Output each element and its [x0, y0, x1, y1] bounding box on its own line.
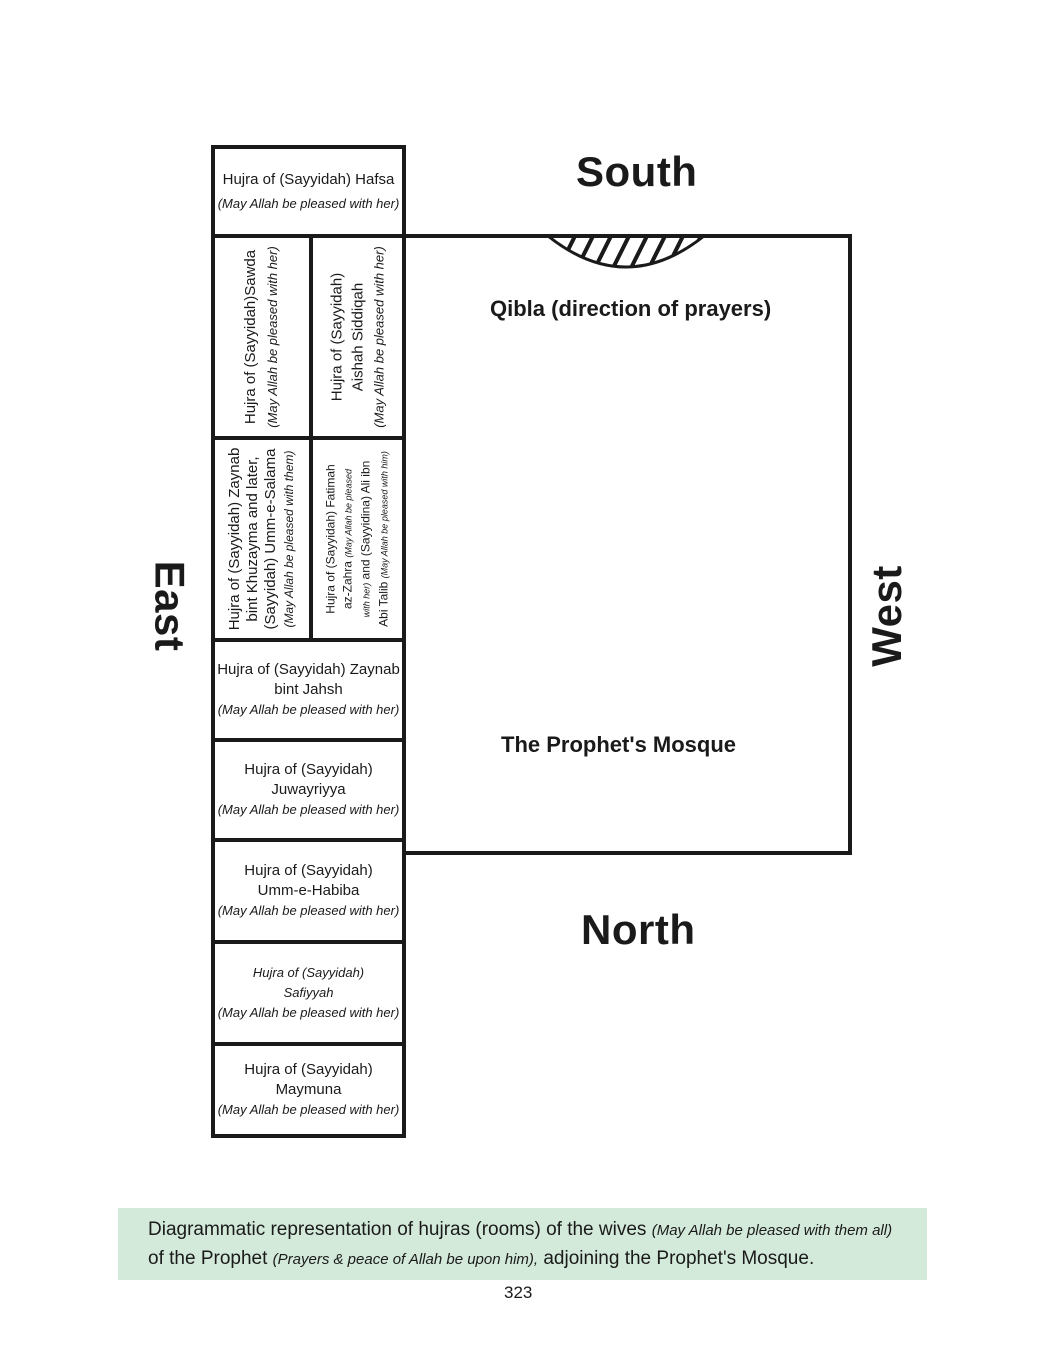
- caption-part5: adjoining the Prophet's Mosque.: [543, 1248, 815, 1269]
- caption-part1: Diagrammatic representation of hujras (r…: [148, 1219, 647, 1240]
- caption-part3: of the Prophet: [148, 1248, 268, 1269]
- qibla-label: Qibla (direction of prayers): [490, 296, 772, 321]
- fatimah-name-2: az-Zahra: [340, 561, 354, 610]
- figure-caption: Diagrammatic representation of hujras (r…: [118, 1208, 927, 1280]
- hujra-sawda: Hujra of (Sayyidah)Sawda (May Allah be p…: [211, 234, 313, 440]
- fatimah-blessing-a: (May Allah be pleased: [343, 468, 353, 558]
- habiba-blessing: (May Allah be pleased with her): [217, 903, 400, 918]
- maymuna-name-2: Maymuna: [275, 1081, 342, 1098]
- zaynab-khuzayma-name: Hujra of (Sayyidah) Zaynab: [226, 447, 243, 631]
- caption-part4: (Prayers & peace of Allah be upon him),: [272, 1251, 539, 1268]
- habiba-name-2: Umm-e-Habiba: [257, 882, 360, 899]
- safiyyah-blessing: (May Allah be pleased with her): [217, 1005, 400, 1020]
- juwayriyya-name-2: Juwayriyya: [271, 781, 346, 798]
- hafsa-name: Hujra of (Sayyidah) Hafsa: [222, 170, 395, 188]
- mosque-label: The Prophet's Mosque: [501, 732, 737, 757]
- east-label: East: [146, 560, 194, 652]
- west-label: West: [862, 565, 910, 667]
- mihrab-icon: [547, 234, 705, 269]
- habiba-name: Hujra of (Sayyidah): [244, 862, 373, 879]
- ali-name-2: Abi Talib: [376, 581, 390, 627]
- ali-blessing: (May Allah be pleased with him): [379, 451, 389, 579]
- sawda-blessing: (May Allah be pleased with her): [265, 246, 280, 428]
- hujra-safiyyah: Hujra of (Sayyidah) Safiyyah (May Allah …: [211, 940, 406, 1046]
- mosque-area: Qibla (direction of prayers) The Prophet…: [402, 234, 852, 855]
- maymuna-blessing: (May Allah be pleased with her): [217, 1102, 400, 1117]
- hujra-hafsa: Hujra of (Sayyidah) Hafsa (May Allah be …: [211, 145, 406, 238]
- south-label: South: [576, 148, 698, 195]
- sawda-name: Hujra of (Sayyidah)Sawda: [242, 249, 259, 425]
- safiyyah-name: Hujra of (Sayyidah): [252, 965, 365, 980]
- north-label: North: [581, 906, 696, 953]
- aishah-name-2: Aishah Siddiqah: [349, 282, 366, 392]
- hujra-zaynab-jahsh: Hujra of (Sayyidah) Zaynab bint Jahsh (M…: [211, 638, 406, 742]
- aishah-blessing: (May Allah be pleased with her): [371, 246, 386, 428]
- hujra-zaynab-khuzayma: Hujra of (Sayyidah) Zaynab bint Khuzayma…: [211, 436, 313, 642]
- hujra-fatimah: Hujra of (Sayyidah) Fatimah az-Zahra (Ma…: [309, 436, 406, 642]
- zaynab-jahsh-blessing: (May Allah be pleased with her): [217, 702, 400, 717]
- hujra-juwayriyya: Hujra of (Sayyidah) Juwayriyya (May Alla…: [211, 738, 406, 842]
- juwayriyya-blessing: (May Allah be pleased with her): [217, 802, 400, 817]
- juwayriyya-name: Hujra of (Sayyidah): [244, 761, 373, 778]
- zaynab-jahsh-name-2: bint Jahsh: [274, 681, 343, 698]
- fatimah-blessing-a2: with her): [361, 582, 371, 618]
- hujra-umm-e-habiba: Hujra of (Sayyidah) Umm-e-Habiba (May Al…: [211, 838, 406, 944]
- zaynab-khuzayma-name-3: (Sayyidah) Umm-e-Salama: [262, 448, 279, 630]
- fatimah-name: Hujra of (Sayyidah) Fatimah: [323, 464, 337, 614]
- zaynab-khuzayma-name-2: bint Khuzayma and later,: [244, 456, 261, 622]
- safiyyah-name-2: Safiyyah: [283, 985, 334, 1000]
- caption-part2: (May Allah be pleased with them all): [651, 1222, 893, 1239]
- aishah-name: Hujra of (Sayyidah): [328, 272, 345, 402]
- page-number: 323: [504, 1283, 533, 1302]
- zaynab-jahsh-name: Hujra of (Sayyidah) Zaynab: [217, 661, 400, 678]
- maymuna-name: Hujra of (Sayyidah): [244, 1061, 373, 1078]
- zaynab-khuzayma-blessing: (May Allah be pleased with them): [282, 450, 296, 628]
- hujra-maymuna: Hujra of (Sayyidah) Maymuna (May Allah b…: [211, 1042, 406, 1138]
- hujra-aishah: Hujra of (Sayyidah) Aishah Siddiqah (May…: [309, 234, 406, 440]
- hafsa-blessing: (May Allah be pleased with her): [217, 195, 400, 211]
- ali-name: and (Sayyidina) Ali ibn: [358, 460, 372, 580]
